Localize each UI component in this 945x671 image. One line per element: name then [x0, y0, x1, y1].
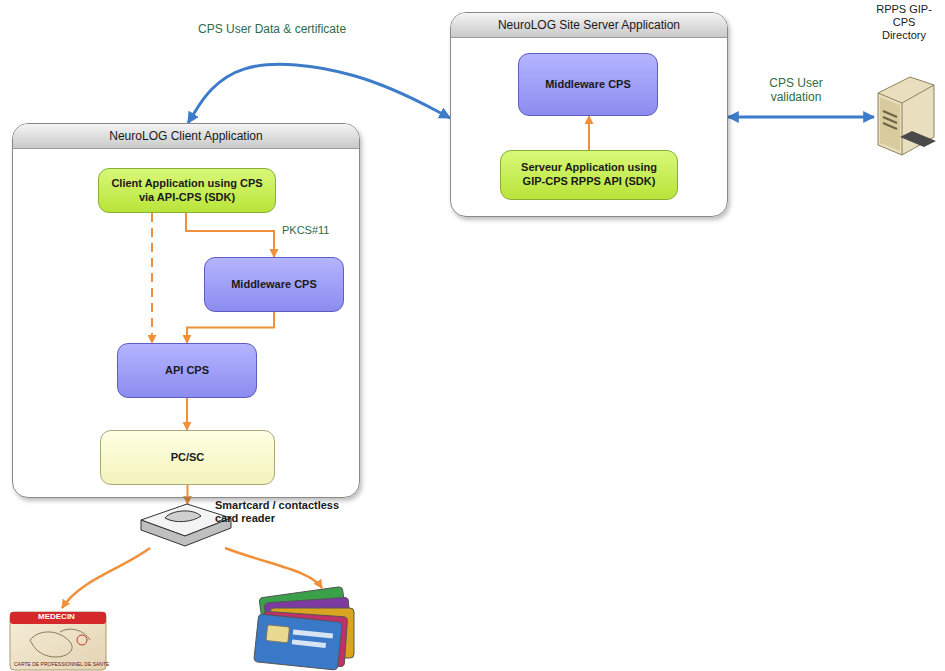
connector	[151, 213, 153, 343]
component-box: PC/SC	[100, 430, 275, 485]
application-container: NeuroLOG Site Server ApplicationMiddlewa…	[450, 12, 728, 217]
component-box: Middleware CPS	[518, 53, 658, 116]
connector	[187, 312, 274, 343]
connector	[186, 398, 188, 430]
card-arrow	[225, 548, 322, 588]
connector-label: CPS User Data & certificate	[196, 22, 348, 36]
card-stack	[254, 586, 354, 670]
process-box: Serveur Application using GIP-CPS RPPS A…	[500, 150, 678, 200]
card-arrow	[62, 548, 150, 608]
node-label: API CPS	[165, 364, 209, 378]
component-box: API CPS	[117, 343, 257, 398]
connector	[588, 116, 590, 150]
node-label: RPPS GIP-CPS Directory	[874, 3, 934, 43]
connector	[187, 485, 189, 504]
directory-server: RPPS GIP-CPS Directory	[866, 3, 942, 160]
container-header: NeuroLOG Client Application	[13, 124, 359, 149]
container-title: NeuroLOG Site Server Application	[498, 18, 680, 32]
card-reader: Smartcard / contactless card reader	[135, 498, 350, 556]
connector	[728, 116, 874, 119]
node-label: Client Application using CPS via API-CPS…	[107, 177, 267, 205]
node-label: Serveur Application using GIP-CPS RPPS A…	[509, 161, 669, 189]
connector-label: CPS User validation	[756, 76, 836, 105]
node-label: Middleware CPS	[545, 78, 631, 92]
connector	[188, 64, 450, 123]
node-label: Smartcard / contactless card reader	[215, 499, 347, 525]
connector-label: PKCS#11	[280, 224, 332, 237]
node-label: PC/SC	[171, 451, 205, 465]
card-text: CARTE DE PROFESSIONNEL DE SANTE	[14, 662, 109, 668]
container-header: NeuroLOG Site Server Application	[451, 13, 727, 38]
process-box: Client Application using CPS via API-CPS…	[98, 168, 276, 213]
card-text: MEDECIN	[38, 613, 75, 622]
server-icon	[870, 71, 940, 159]
connector	[186, 213, 274, 257]
component-box: Middleware CPS	[204, 257, 344, 312]
container-title: NeuroLOG Client Application	[109, 129, 262, 143]
application-container: NeuroLOG Client ApplicationClient Applic…	[12, 123, 360, 498]
node-label: Middleware CPS	[231, 278, 317, 292]
